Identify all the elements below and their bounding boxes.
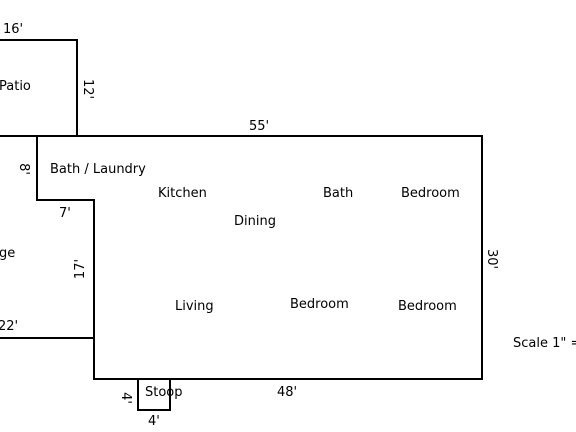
room-label-kitchen: Kitchen	[158, 186, 207, 201]
dimension-front-wall: 48'	[277, 385, 297, 400]
dimension-step-width: 7'	[59, 206, 71, 221]
room-label-bath-laundry: Bath / Laundry	[50, 162, 146, 177]
dimension-left-wall: 17'	[73, 259, 88, 279]
dimension-garage-width: 22'	[0, 319, 18, 334]
room-label-living: Living	[175, 299, 214, 314]
dimension-bath-laundry-depth: 8'	[16, 163, 31, 175]
patio-wall	[0, 39, 78, 136]
scale-note: Scale 1" =	[513, 336, 576, 351]
dimension-main-width: 55'	[249, 119, 269, 134]
room-label-bedroom-top-right: Bedroom	[401, 186, 460, 201]
dimension-main-depth: 30'	[484, 249, 499, 269]
room-label-bedroom-right: Bedroom	[398, 299, 457, 314]
room-label-bedroom-center: Bedroom	[290, 297, 349, 312]
stoop-outline	[137, 378, 171, 411]
room-label-patio: Patio	[0, 79, 31, 94]
room-label-dining: Dining	[234, 214, 276, 229]
room-label-bath: Bath	[323, 186, 353, 201]
room-label-stoop: Stoop	[145, 385, 183, 400]
dimension-stoop-width: 4'	[148, 414, 160, 429]
dimension-stoop-depth: 4'	[118, 392, 133, 404]
exterior-wall	[0, 135, 483, 380]
dimension-patio-depth: 12'	[80, 79, 95, 99]
dimension-patio-width: 16'	[3, 22, 23, 37]
room-label-garage: ge	[0, 246, 15, 261]
